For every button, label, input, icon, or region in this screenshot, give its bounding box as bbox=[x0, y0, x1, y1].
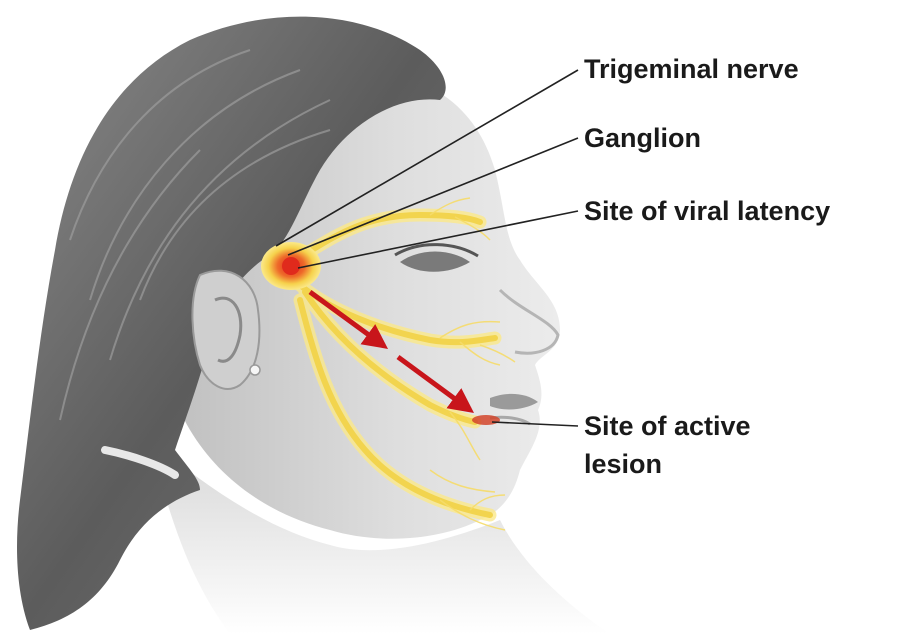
ear bbox=[192, 271, 259, 389]
earring bbox=[250, 365, 260, 375]
label-site-of-active-lesion-line1: Site of active bbox=[584, 408, 751, 444]
viral-latency-site bbox=[282, 257, 300, 275]
label-site-of-viral-latency: Site of viral latency bbox=[584, 193, 830, 229]
label-ganglion: Ganglion bbox=[584, 120, 701, 156]
label-site-of-active-lesion-line2: lesion bbox=[584, 446, 662, 482]
label-trigeminal-nerve: Trigeminal nerve bbox=[584, 51, 799, 87]
active-lesion-site bbox=[472, 415, 500, 425]
